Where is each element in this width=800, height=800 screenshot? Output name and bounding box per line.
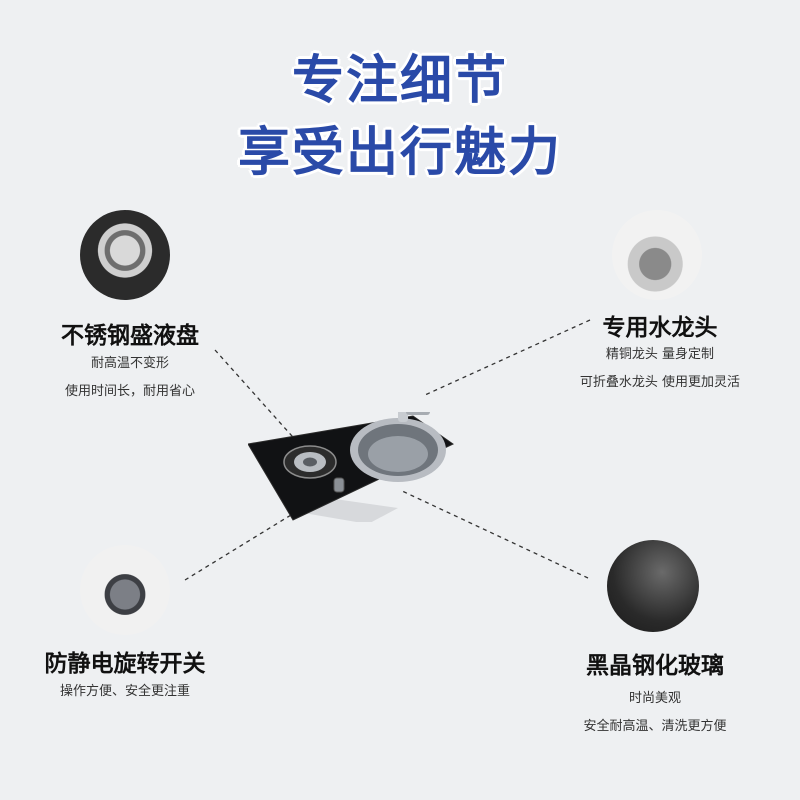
feature-pan-title: 不锈钢盛液盘 (61, 323, 199, 349)
burner-center (303, 457, 317, 467)
burner-pan-thumbnail (80, 210, 170, 300)
leader-line-faucet (424, 319, 591, 396)
feature-glass-title: 黑晶钢化玻璃 (586, 653, 724, 679)
feature-faucet-line-1: 精铜龙头 量身定制 (605, 347, 715, 362)
feature-glass-line-1: 时尚美观 (628, 691, 681, 706)
feature-faucet-title: 专用水龙头 (602, 315, 718, 341)
leader-line-pan (214, 349, 301, 446)
feature-pan-line-1: 耐高温不变形 (90, 356, 169, 371)
faucet-spout (398, 412, 408, 422)
knob-thumbnail (80, 545, 170, 635)
feature-knob-line-1: 操作方便、安全更注重 (59, 684, 190, 699)
headline-line-2: 享受出行魅力 (237, 123, 562, 183)
glass-panel-thumbnail (607, 540, 699, 632)
rotary-knob (333, 477, 345, 493)
feature-faucet-line-2: 可折叠水龙头 使用更加灵活 (579, 375, 741, 390)
headline-line-1: 专注细节 (291, 51, 508, 111)
leader-line-glass (399, 489, 589, 579)
faucet-thumbnail (612, 210, 702, 300)
feature-glass-line-2: 安全耐高温、清洗更方便 (583, 719, 727, 734)
feature-knob-title: 防静电旋转开关 (44, 651, 206, 677)
sink-inner (368, 436, 428, 472)
feature-pan-line-2: 使用时间长，耐用省心 (64, 384, 195, 399)
faucet-handle (406, 412, 430, 415)
cooktop-sink-combo (248, 412, 454, 522)
